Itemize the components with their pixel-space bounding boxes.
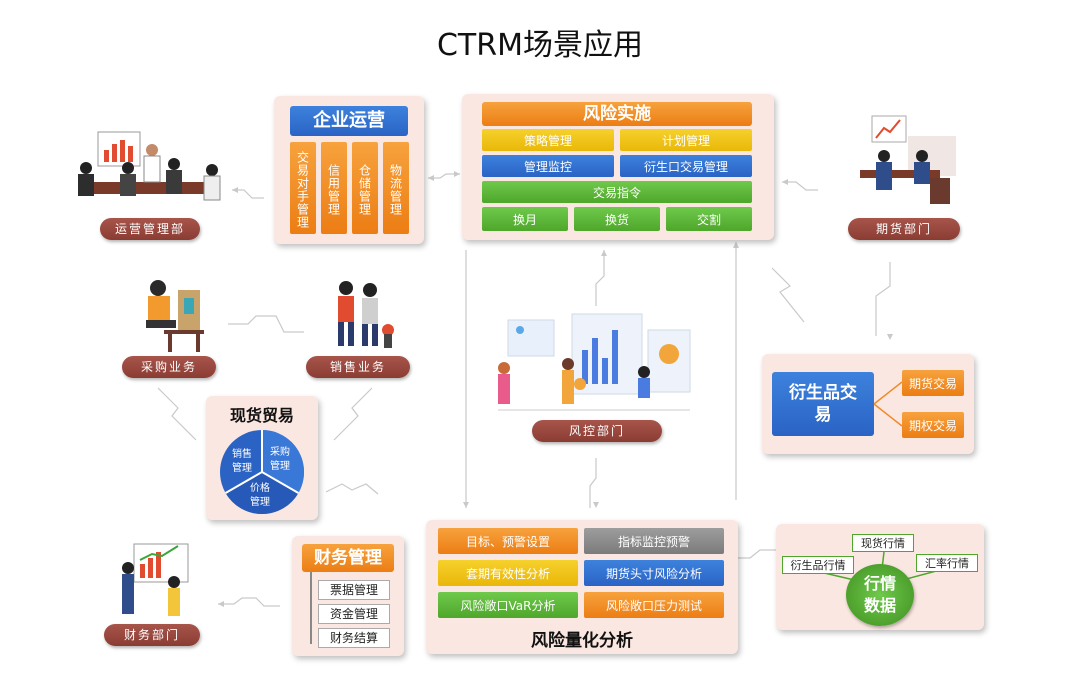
pie-slice-sales: 销售管理: [232, 449, 252, 474]
indicator-monitor-cell[interactable]: 指标监控预警: [584, 528, 724, 554]
spot-trade-card: 现货贸易 销售管理 采购管理 价格管理: [206, 396, 318, 520]
stress-test-cell[interactable]: 风险敞口压力测试: [584, 592, 724, 618]
finance-tree-line: [310, 572, 312, 644]
dept-risk: 风控部门: [532, 420, 662, 442]
hedge-effect-cell[interactable]: 套期有效性分析: [438, 560, 578, 586]
fx-quote-item[interactable]: 汇率行情: [916, 554, 978, 572]
derivatives-card: 衍生品交易 期货交易 期权交易: [762, 354, 974, 454]
plan-mgmt-cell[interactable]: 计划管理: [620, 129, 752, 151]
swap-goods-cell[interactable]: 换货: [574, 207, 660, 231]
settlement-item[interactable]: 财务结算: [318, 628, 390, 648]
pie-slice-purchase: 采购管理: [270, 447, 290, 472]
futures-trade-cell[interactable]: 期货交易: [902, 370, 964, 396]
options-trade-cell[interactable]: 期权交易: [902, 412, 964, 438]
purchase-illustration: [146, 280, 204, 352]
dept-sales: 销售业务: [306, 356, 410, 378]
branch-lines: [874, 381, 903, 427]
market-data-center: 行情数据: [846, 564, 914, 626]
delivery-cell[interactable]: 交割: [666, 207, 752, 231]
futures-position-risk-cell[interactable]: 期货头寸风险分析: [584, 560, 724, 586]
market-data-card: 行情数据 现货行情 衍生品行情 汇率行情: [776, 524, 984, 630]
roll-month-cell[interactable]: 换月: [482, 207, 568, 231]
spot-trade-header: 现货贸易: [229, 406, 294, 425]
pie-slice-price: 价格管理: [250, 483, 270, 508]
dept-purchase: 采购业务: [122, 356, 216, 378]
fund-mgmt-item[interactable]: 资金管理: [318, 604, 390, 624]
page-title: CTRM场景应用: [436, 28, 643, 63]
futures-trader-illustration: [860, 115, 956, 204]
spot-trade-pie: [220, 430, 305, 515]
derivative-trade-mgmt-cell[interactable]: 衍生口交易管理: [620, 155, 752, 177]
quant-card: 目标、预警设置 指标监控预警 套期有效性分析 期货头寸风险分析 风险敞口VaR分…: [426, 520, 738, 654]
enterprise-ops-header: 企业运营: [290, 106, 408, 136]
risk-dashboard-illustration: [498, 313, 691, 411]
meeting-illustration: [78, 131, 221, 201]
finance-mgmt-card: 财务管理 票据管理 资金管理 财务结算: [292, 536, 404, 656]
warehouse-mgmt-cell[interactable]: 仓储管理: [352, 142, 378, 234]
sales-illustration: [338, 281, 394, 348]
spot-quote-item[interactable]: 现货行情: [852, 534, 914, 552]
finance-illustration: [122, 543, 189, 616]
bill-mgmt-item[interactable]: 票据管理: [318, 580, 390, 600]
derivatives-header-text: 衍生品交易: [789, 383, 857, 425]
trade-instruction-cell[interactable]: 交易指令: [482, 181, 752, 203]
dept-ops: 运营管理部: [100, 218, 200, 240]
logistics-mgmt-cell[interactable]: 物流管理: [383, 142, 409, 234]
dept-finance: 财务部门: [104, 624, 200, 646]
credit-mgmt-cell[interactable]: 信用管理: [321, 142, 347, 234]
dept-futures: 期货部门: [848, 218, 960, 240]
mgmt-monitor-cell[interactable]: 管理监控: [482, 155, 614, 177]
finance-mgmt-header: 财务管理: [302, 544, 394, 572]
derivatives-header: 衍生品交易: [772, 372, 874, 436]
var-analysis-cell[interactable]: 风险敞口VaR分析: [438, 592, 578, 618]
risk-impl-header: 风险实施: [482, 102, 752, 126]
risk-impl-card: 风险实施 策略管理 计划管理 管理监控 衍生口交易管理 交易指令 换月 换货 交…: [462, 94, 774, 240]
market-data-center-text: 行情数据: [863, 574, 896, 615]
counterparty-mgmt-cell[interactable]: 交易对手管理: [290, 142, 316, 234]
target-warning-cell[interactable]: 目标、预警设置: [438, 528, 578, 554]
strategy-mgmt-cell[interactable]: 策略管理: [482, 129, 614, 151]
enterprise-ops-card: 企业运营 交易对手管理 信用管理 仓储管理 物流管理: [274, 96, 424, 244]
derivative-quote-item[interactable]: 衍生品行情: [782, 556, 854, 574]
quant-footer: 风险量化分析: [531, 631, 633, 651]
